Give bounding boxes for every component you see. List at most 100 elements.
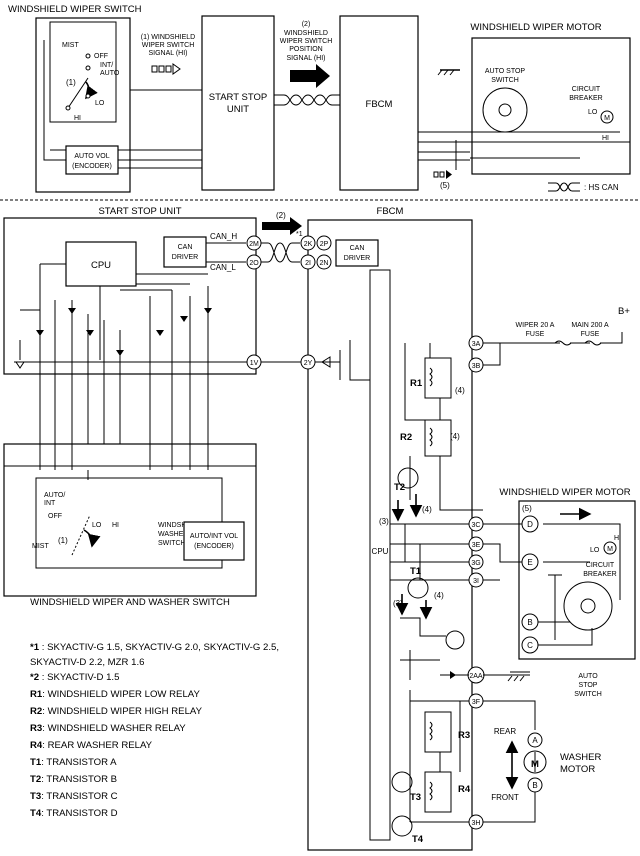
small-arrow-icon	[433, 170, 452, 179]
pin-2aa: 2AA	[469, 673, 483, 680]
relay-r1: R1	[410, 378, 423, 389]
legend-row: R4: REAR WASHER RELAY	[30, 740, 153, 751]
pos-int: INT/	[100, 62, 113, 69]
top-wiper-switch-title: WINDSHIELD WIPER SWITCH	[8, 4, 142, 15]
note1-mark: *1	[296, 231, 303, 238]
relay-r2: R2	[400, 432, 412, 443]
wws-encoder	[183, 521, 245, 561]
pos-lo: LO	[95, 100, 105, 107]
legend-row: T3: TRANSISTOR C	[30, 791, 118, 802]
washer-term-a: A	[532, 736, 538, 745]
relay-r4: R4	[458, 784, 471, 795]
relay-r2-box	[424, 419, 452, 457]
sig1-line2: WIPER SWITCH	[142, 42, 195, 49]
transistor-t3: T3	[410, 792, 421, 803]
pin-3e: 3E	[472, 542, 481, 549]
ref3-a: (3)	[379, 517, 389, 526]
pos-hi: HI	[74, 115, 81, 122]
main-fuse-1: MAIN 200 A	[571, 322, 609, 329]
legend-row: R1: WINDSHIELD WIPER LOW RELAY	[30, 689, 200, 700]
sig2-line1: (2)	[302, 21, 311, 28]
switch-inner	[49, 21, 117, 123]
top-motor-icon	[600, 110, 614, 124]
top-ssu-box	[201, 15, 275, 191]
term-d: D	[527, 520, 533, 529]
pin-3f: 3F	[472, 699, 480, 706]
sig2-line2: WINDSHIELD	[284, 30, 328, 37]
fbcm-can-1: CAN	[350, 245, 365, 252]
pin-2i: 2I	[305, 260, 311, 267]
bottom-hi: HI	[614, 535, 621, 542]
relay-r1-box	[424, 357, 452, 399]
b-plus: B+	[618, 306, 630, 317]
wws-washer-1: WINDSHIELD	[158, 522, 202, 529]
fbcm-can-driver	[335, 239, 379, 267]
wiper-fuse-1: WIPER 20 A	[516, 322, 555, 329]
can-l-label: CAN_L	[210, 263, 236, 272]
wws-off: OFF	[48, 513, 62, 520]
bottom-twisted-pair-icon	[261, 242, 300, 263]
pin-3b: 3B	[472, 363, 481, 370]
ref4-a: (4)	[455, 386, 465, 395]
top-lo: LO	[588, 109, 598, 116]
term-b: B	[527, 618, 532, 627]
wws-title: WINDSHIELD WIPER AND WASHER SWITCH	[30, 597, 230, 608]
top-motor-box	[471, 37, 631, 175]
sig1-line3: SIGNAL (HI)	[148, 50, 187, 57]
bottom-autostop-3: SWITCH	[574, 691, 602, 698]
bottom-ref2: (2)	[276, 211, 286, 220]
wiper-fuse-2: FUSE	[526, 331, 545, 338]
transistor-t4-icon	[391, 815, 413, 837]
wws-hi: HI	[112, 522, 119, 529]
bottom-autostop-1: AUTO	[578, 673, 598, 680]
legend-row: *1 : SKYACTIV-G 1.5, SKYACTIV-G 2.0, SKY…	[30, 642, 279, 653]
fbcm-pins: 3A 3B 3C 3E 3G 3I 2AA 3F 3H	[467, 335, 485, 830]
bottom-motor-icon	[603, 541, 617, 555]
pos-mist: MIST	[62, 42, 79, 49]
ssu-internal-wiring	[14, 263, 250, 480]
bottom-fbcm-title: FBCM	[377, 206, 404, 217]
ssu-line2: UNIT	[227, 104, 249, 115]
transistor-t1: T1	[410, 566, 422, 577]
legend-row: SKYACTIV-D 2.2, MZR 1.6	[30, 657, 145, 668]
bottom-ssu-title: START STOP UNIT	[98, 206, 181, 217]
hs-can-label: : HS CAN	[584, 183, 619, 192]
transistor-t2: T2	[394, 482, 405, 493]
washer-rear: REAR	[494, 727, 516, 736]
top-fbcm-label: FBCM	[366, 99, 393, 110]
ref4-c: (4)	[422, 505, 432, 514]
ssu-can-1: CAN	[178, 244, 193, 251]
top-hi: HI	[602, 135, 609, 142]
top-ref5: (5)	[440, 181, 450, 190]
pin-3i: 3I	[473, 578, 479, 585]
top-motor-title: WINDSHIELD WIPER MOTOR	[470, 22, 601, 33]
pin-2o: 2O	[249, 260, 259, 267]
pin-1v: 1V	[250, 360, 259, 367]
bottom-autostop-2: STOP	[579, 682, 598, 689]
ssu-can-2: DRIVER	[172, 254, 198, 261]
fbcm-cpu-label: CPU	[372, 547, 389, 556]
legend: *1 : SKYACTIV-G 1.5, SKYACTIV-G 2.0, SKY…	[30, 640, 330, 821]
relay-r3-box	[424, 711, 452, 753]
pin-2p: 2P	[320, 241, 329, 248]
wws-washer-2: WASHER	[158, 531, 188, 538]
ssu-cpu-label: CPU	[91, 260, 111, 271]
wws-washer-3: SWITCH	[158, 540, 186, 547]
pin-3g: 3G	[471, 560, 480, 567]
pin-3a: 3A	[472, 341, 481, 348]
sig2-line5: SIGNAL (HI)	[286, 55, 325, 62]
sig2-line4: POSITION	[289, 46, 322, 53]
washer-title-2: MOTOR	[560, 764, 595, 775]
legend-row: R2: WINDSHIELD WIPER HIGH RELAY	[30, 706, 203, 717]
bottom-motor-title: WINDSHIELD WIPER MOTOR	[499, 487, 630, 498]
ssu-can-driver	[163, 236, 207, 268]
wws-box	[3, 443, 257, 597]
fbcm-cpu-bar	[369, 269, 391, 841]
transistor-t1-icon	[407, 577, 429, 599]
wws-ref: (1)	[58, 536, 68, 545]
hs-can-icon	[548, 182, 580, 192]
pin-2m: 2M	[249, 241, 259, 248]
pin-3c: 3C	[472, 522, 481, 529]
bottom-autostop-cam	[563, 581, 613, 631]
